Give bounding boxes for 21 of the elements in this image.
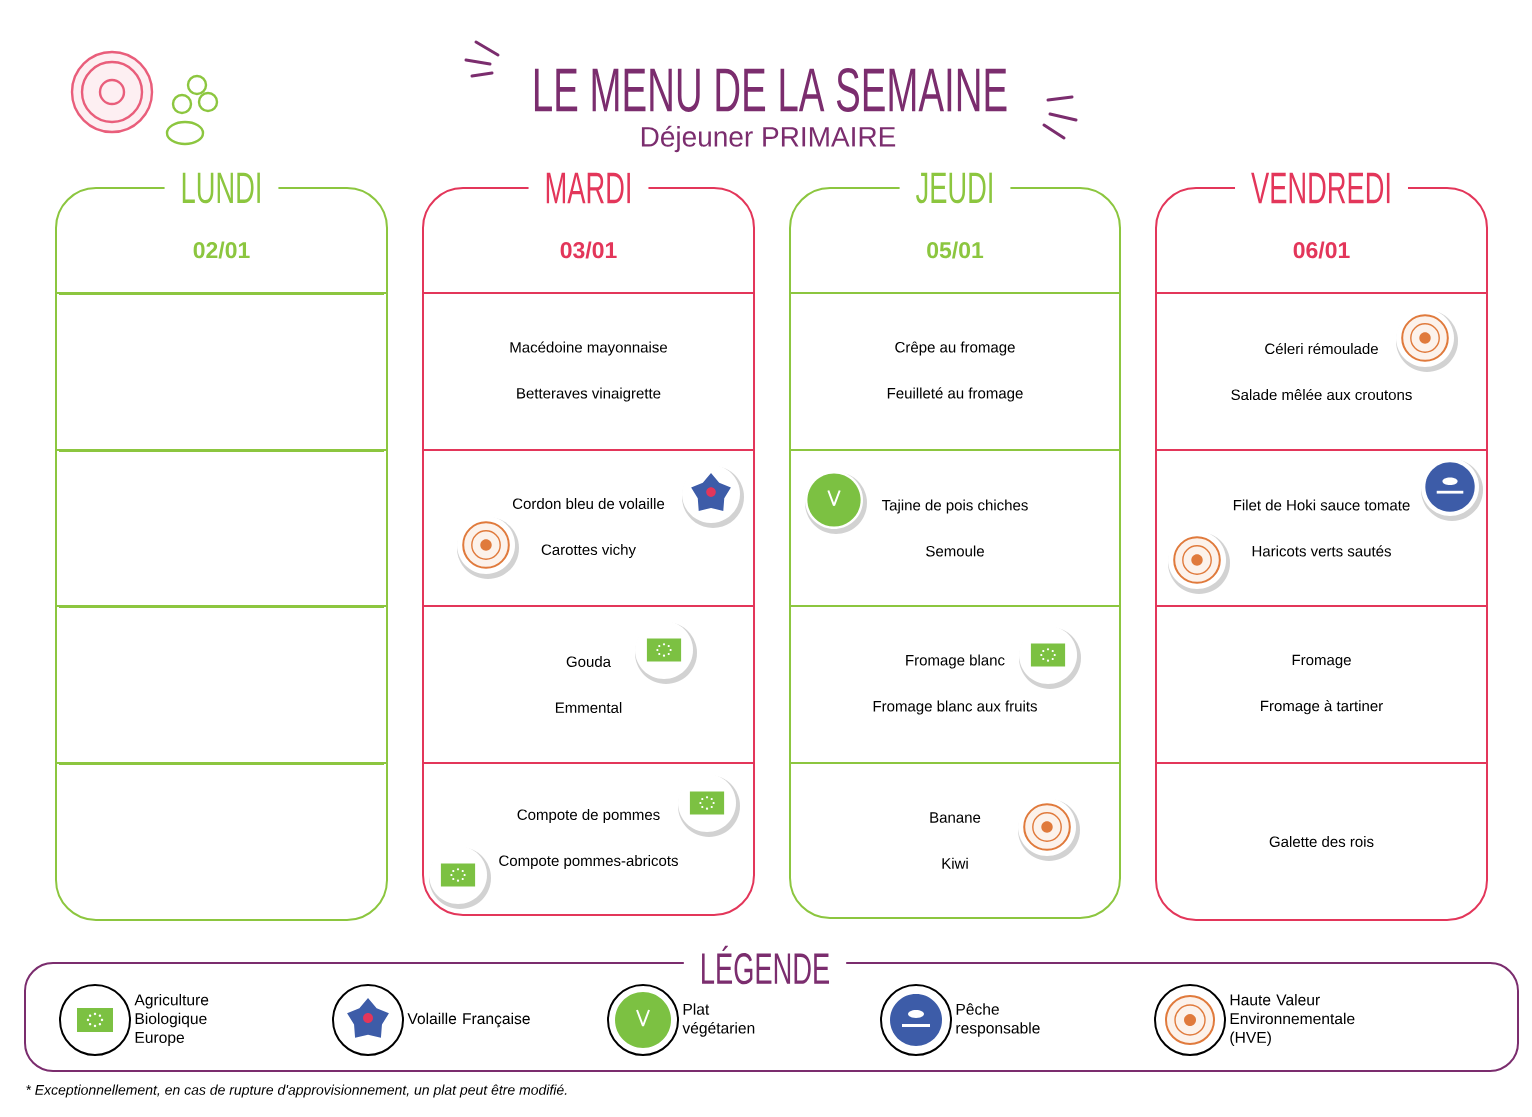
footnote: * Exceptionnellement, en cas de rupture d'approvisionnement, un plat peut être modifié.: [26, 1084, 567, 1098]
menu-cell: Banane Kiwi: [930, 812, 981, 869]
legend-text: Volaille Française: [407, 1012, 530, 1028]
menu-cell: Macédoine mayonnaise Betteraves vinaigrette: [510, 341, 667, 402]
menu-cell: Gouda Emmental: [555, 656, 622, 713]
menu-cell: Crêpe au fromage Feuilleté au fromage: [887, 341, 1023, 402]
legend-text: Agriculture Biologique Europe: [134, 993, 209, 1047]
menu-cell: Fromage blanc Fromage blanc aux fruits: [873, 654, 1037, 715]
menu-cell: Compote de pommes Compote pommes-abricots: [499, 809, 678, 869]
menu-column: LUNDI 02/01: [55, 166, 388, 921]
menu-cell: Tajine de pois chiches Semoule: [882, 499, 1028, 557]
title: LE MENU DE LA SEMAINE: [534, 68, 1007, 112]
menu-cell: Filet de Hoki sauce tomate Haricots verts sautés: [1233, 499, 1410, 557]
legend-text: Pêche responsable: [956, 1003, 1040, 1037]
subtitle: Déjeuner PRIMAIRE: [641, 125, 896, 153]
menu-cell: Cordon bleu de volaille Carottes vichy: [512, 498, 665, 558]
legend-text: Haute Valeur Environnementale (HVE): [1230, 993, 1355, 1047]
menu-cell: Galette des rois: [1269, 836, 1374, 847]
menu-cell: Céleri rémoulade Salade mêlée aux croutons: [1231, 342, 1412, 401]
menu-cell: Fromage Fromage à tartiner: [1261, 654, 1383, 715]
legend-text: Plat végétarien: [682, 1003, 755, 1037]
